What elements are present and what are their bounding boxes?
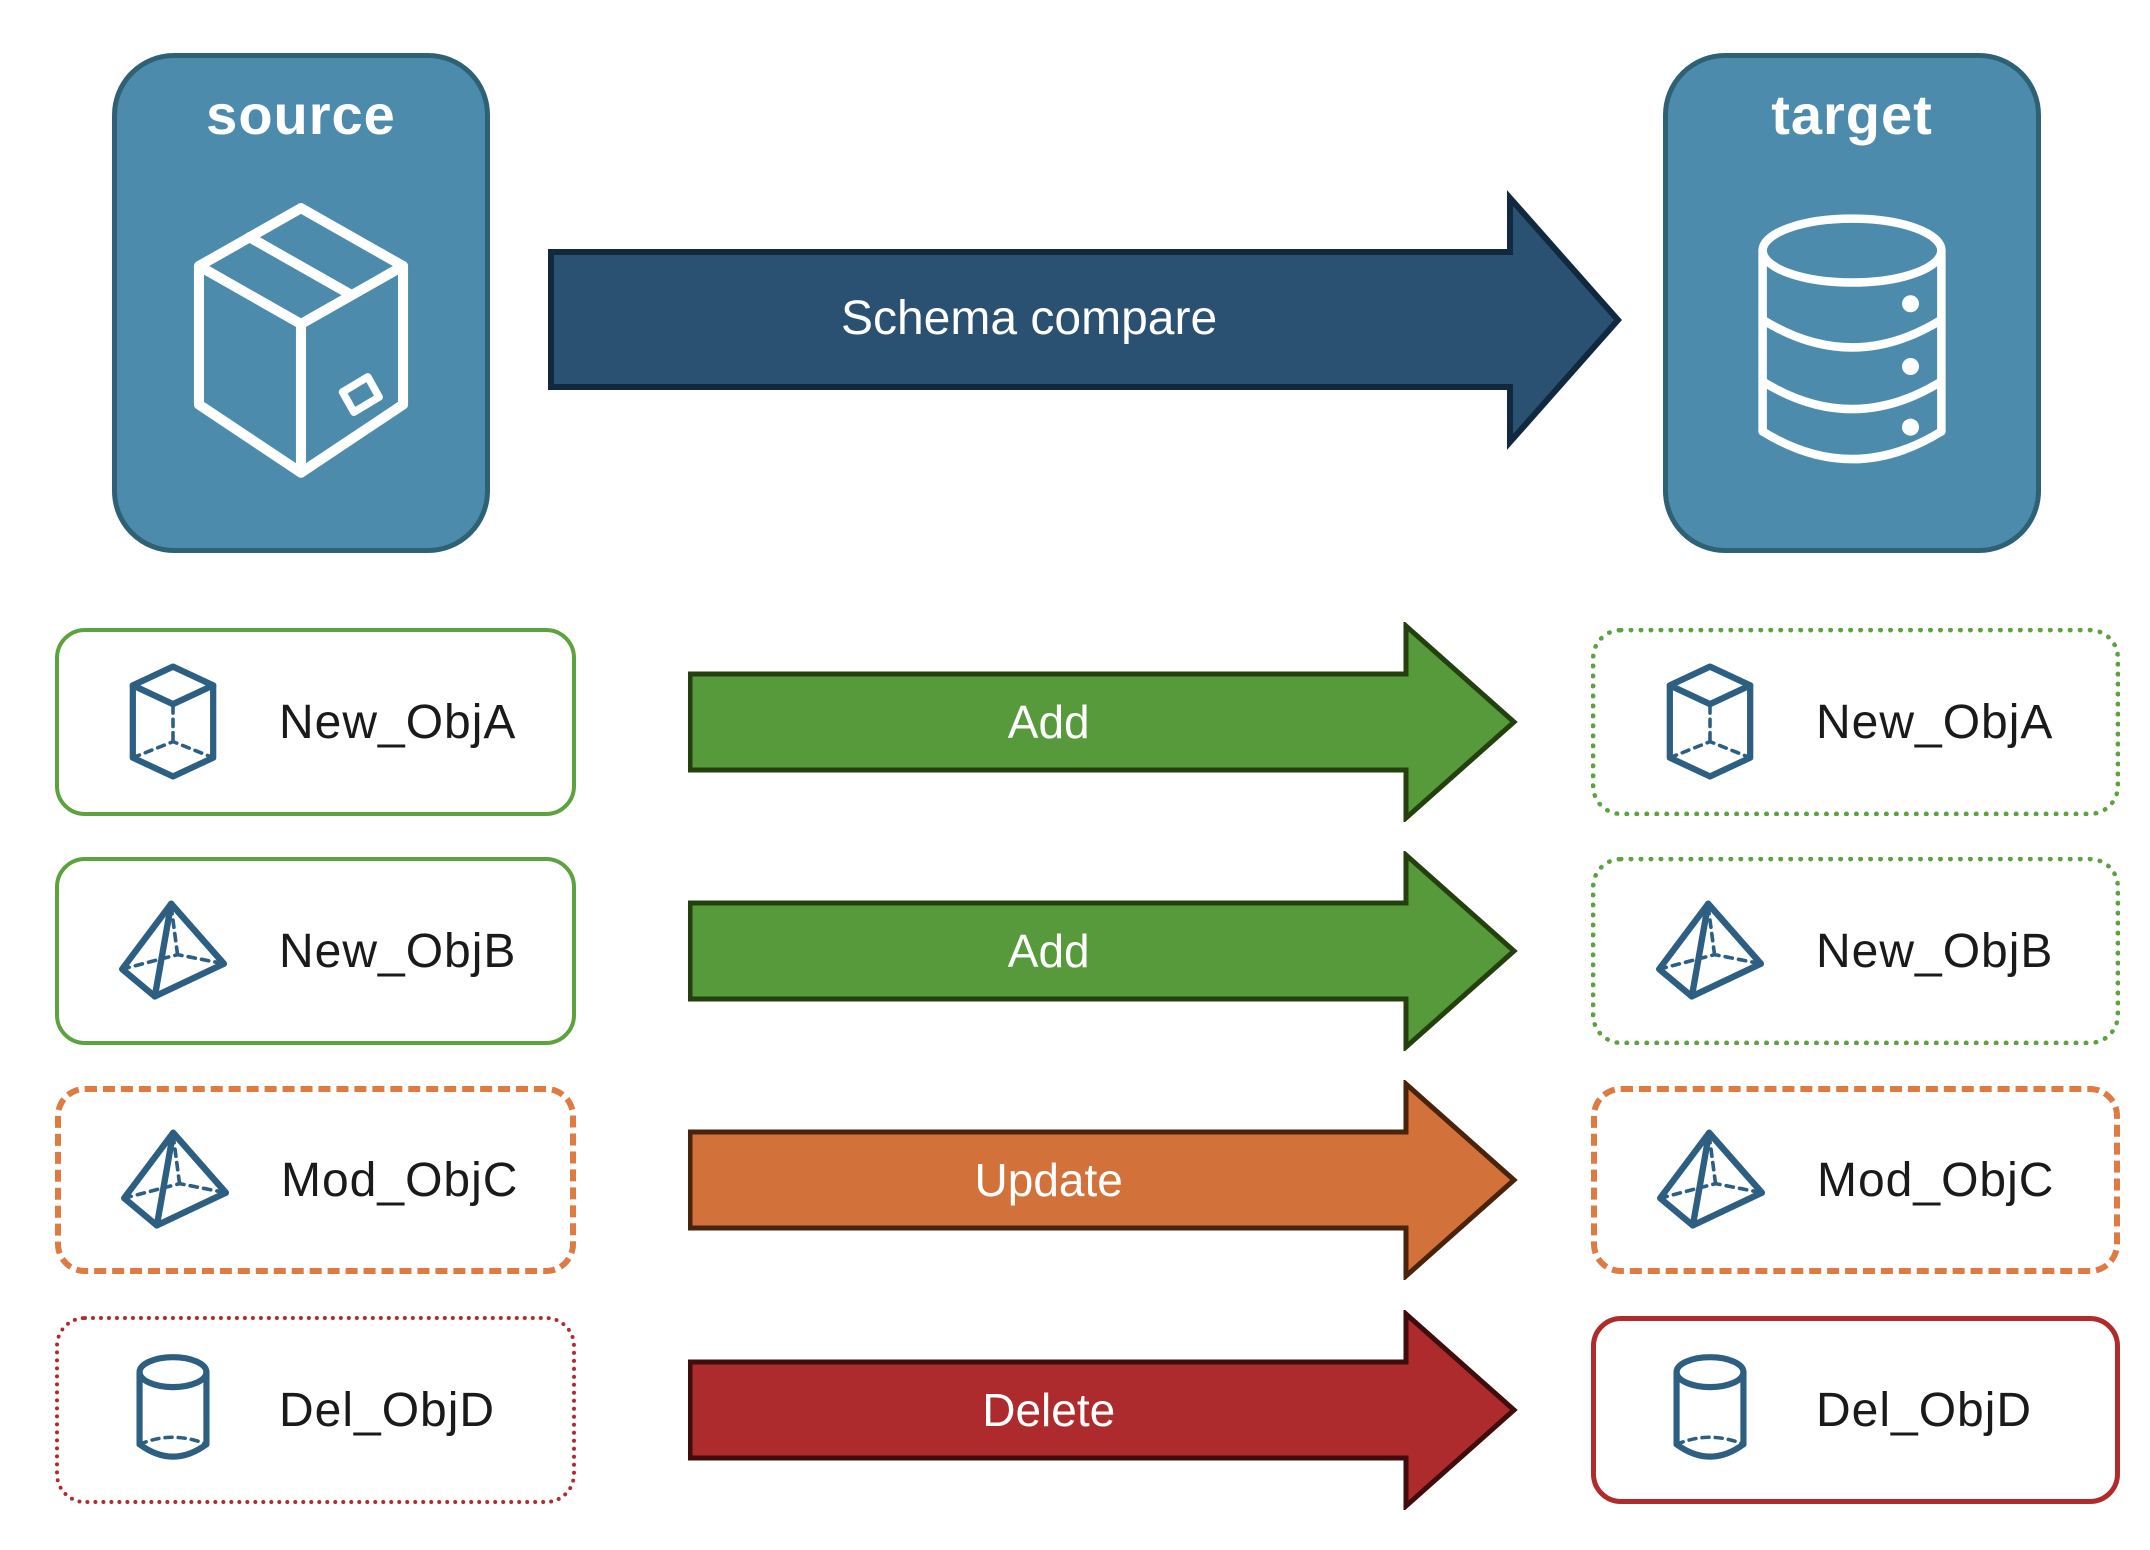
source-panel: source [112,53,490,553]
object-label: New_ObjA [1816,695,2054,749]
action-arrow-label: Delete [982,1384,1116,1436]
target-object-box: New_ObjA [1591,628,2120,816]
cube-3d-icon [1666,663,1754,780]
schema-arrow-label: Schema compare [840,292,1218,346]
action-arrow: Add [688,622,1522,822]
source-object-box: Del_ObjD [55,1316,576,1504]
object-label: New_ObjB [1816,924,2054,978]
schema-compare-arrow: Schema compare [548,190,1623,450]
cube-3d-icon [129,663,217,780]
arrow-shape [688,1080,1518,1280]
object-label: New_ObjA [279,695,517,749]
action-arrow-label: Update [974,1154,1123,1206]
action-arrow-label: Add [1007,925,1090,977]
cylinder-3d-icon [136,1354,210,1460]
object-label: New_ObjB [279,924,517,978]
action-arrow: Add [688,851,1522,1051]
target-object-box: Del_ObjD [1591,1316,2120,1504]
action-arrow: Delete [688,1310,1522,1510]
pyramid-3d-icon [1655,900,1765,1000]
action-arrow-label: Add [1007,696,1090,748]
package-box-icon [193,202,409,478]
object-label: Del_ObjD [1816,1383,2033,1437]
object-label: Del_ObjD [279,1383,496,1437]
pyramid-3d-icon [120,1129,230,1229]
target-panel: target [1663,53,2041,553]
target-panel-icon-slot [1740,147,1964,548]
arrow-shape [688,851,1518,1051]
source-panel-title: source [206,83,396,146]
database-icon [1758,213,1946,463]
source-panel-icon-slot [167,147,435,548]
object-label: Mod_ObjC [1817,1153,2055,1207]
arrow-shape [688,622,1518,822]
action-arrow: Update [688,1080,1522,1280]
source-object-box: New_ObjA [55,628,576,816]
target-object-box: New_ObjB [1591,857,2120,1045]
pyramid-3d-icon [1656,1129,1766,1229]
source-object-box: Mod_ObjC [55,1086,576,1274]
pyramid-3d-icon [118,900,228,1000]
schema-arrow-shape [548,190,1623,450]
source-object-box: New_ObjB [55,857,576,1045]
target-panel-title: target [1771,83,1933,146]
target-object-box: Mod_ObjC [1591,1086,2120,1274]
cylinder-3d-icon [1673,1354,1747,1460]
object-label: Mod_ObjC [281,1153,519,1207]
arrow-shape [688,1310,1518,1510]
